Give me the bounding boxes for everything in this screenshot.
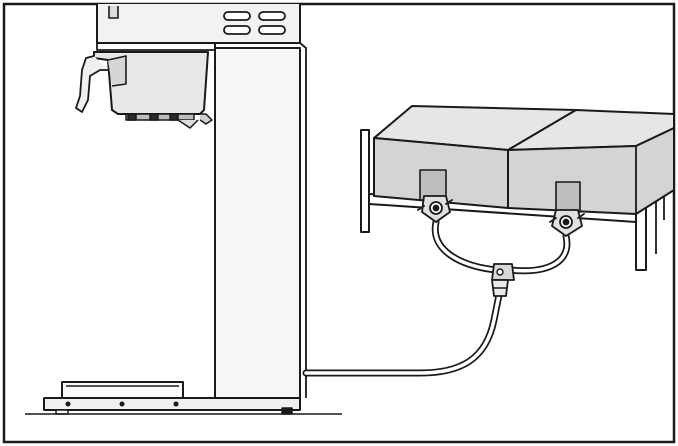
drip-tray [61, 381, 184, 400]
funnel-handle [75, 55, 108, 113]
vent-slots [223, 11, 286, 35]
brewer-body-edge [299, 42, 307, 398]
foot-right [281, 407, 293, 415]
box-left-tap [417, 195, 453, 223]
funnel-outlet [125, 113, 199, 129]
box-right-spout-panel [555, 181, 581, 213]
brewer-body [214, 47, 301, 399]
spray-ledge [96, 43, 215, 51]
branch-tube-left [433, 220, 498, 272]
rack-post-back-left [360, 129, 370, 233]
brewer-top-housing [96, 4, 301, 44]
base-plate [43, 397, 301, 411]
box-right-tap [549, 209, 585, 237]
supply-tube [304, 288, 502, 375]
top-switch [108, 6, 119, 19]
funnel-rail-clip [199, 113, 213, 125]
coffee-brewer [25, 4, 342, 415]
base-screws [65, 401, 179, 407]
branch-tube-right [508, 234, 569, 273]
tubing-assembly [302, 195, 585, 377]
